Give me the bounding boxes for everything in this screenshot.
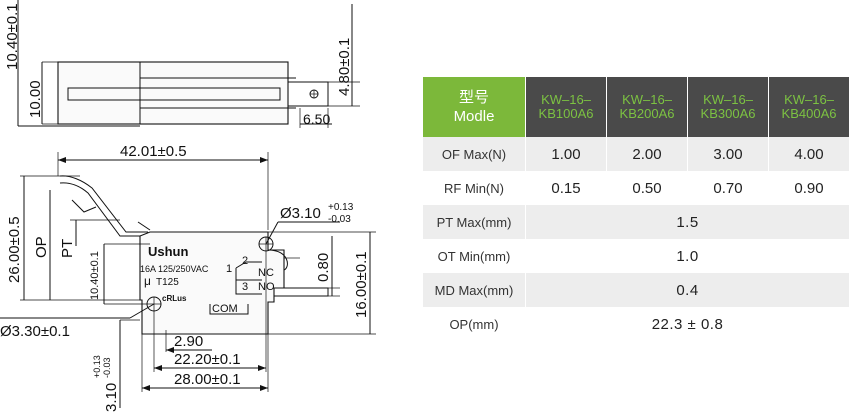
header-model-4-code: KB400A6 (781, 106, 837, 121)
terminal-no-label: NO (258, 281, 275, 293)
dim-total-height: 26.00±0.5 (6, 216, 23, 283)
dim-inner-height: 10.00 (27, 80, 44, 118)
dim-hole-right-tol-minus: -0.03 (328, 214, 351, 225)
dim-hole-right: Ø3.10 (280, 205, 321, 222)
dim-mount-height: 10.40±0.1 (89, 251, 101, 300)
rating-line-1: 16A 125/250VAC (140, 264, 209, 274)
table-row: RF Min(N) 0.15 0.50 0.70 0.90 (423, 171, 850, 205)
header-model-label: 型号 Modle (423, 77, 526, 137)
table-cell: 0.15 (525, 171, 607, 205)
table-cell: 2.00 (606, 137, 688, 171)
dim-hole-spacing-b: 22.20±0.1 (174, 351, 241, 368)
row-label: PT Max(mm) (423, 205, 526, 239)
header-model-4-prefix: KW–16– (784, 92, 834, 107)
dim-hole-left: Ø3.30±0.1 (0, 323, 70, 340)
table-cell: 0.50 (606, 171, 688, 205)
table-cell: 3.00 (687, 137, 769, 171)
dim-bottom-hole-tol-minus: -0.03 (102, 357, 112, 378)
header-model-2-code: KB200A6 (619, 106, 675, 121)
dim-hole-right-tol-plus: +0.13 (328, 202, 354, 213)
dim-terminal-width: 6.50 (303, 111, 330, 127)
row-label: OP(mm) (423, 307, 526, 341)
switch-technical-drawing: 10.40±0.1 10.00 4.80±0.1 6.50 (0, 0, 376, 412)
dim-hole-spacing-a: 2.90 (174, 333, 203, 350)
label-op: OP (33, 236, 50, 258)
table-cell: 0.70 (687, 171, 769, 205)
header-model-1-prefix: KW–16– (541, 92, 591, 107)
brand-logo: Ushun (148, 244, 189, 259)
header-model-1: KW–16– KB100A6 (525, 77, 607, 137)
table-row: PT Max(mm) 1.5 (423, 205, 850, 239)
ul-mark: cRLus (162, 294, 187, 303)
terminal-1-label: 1 (226, 263, 232, 275)
dim-bottom-hole: 3.10 (103, 383, 120, 412)
header-model-3: KW–16– KB300A6 (687, 77, 769, 137)
header-model-3-prefix: KW–16– (703, 92, 753, 107)
row-label: MD Max(mm) (423, 273, 526, 307)
rating-line-2: T125 (156, 277, 179, 288)
table-row: OP(mm) 22.3 ± 0.8 (423, 307, 850, 341)
top-view-body (57, 61, 289, 125)
top-view (17, 0, 360, 128)
table-row: OT Min(mm) 1.0 (423, 239, 850, 273)
dim-top-height: 10.40±0.1 (4, 3, 21, 70)
row-label: OF Max(N) (423, 137, 526, 171)
dim-terminal-height: 4.80±0.1 (336, 38, 353, 96)
terminal-com-label: COM (212, 303, 238, 315)
table-cell: 1.0 (525, 239, 850, 273)
dim-body-length: 42.01±0.5 (120, 143, 187, 160)
header-model-label-cn: 型号 (458, 89, 489, 106)
row-label: OT Min(mm) (423, 239, 526, 273)
spec-table: 型号 Modle KW–16– KB100A6 KW–16– KB200A6 K… (423, 77, 850, 341)
dim-bottom-hole-tol-plus: +0.13 (92, 355, 102, 378)
header-model-2-prefix: KW–16– (622, 92, 672, 107)
header-model-1-code: KB100A6 (538, 106, 594, 121)
dim-body-width: 28.00±0.1 (174, 371, 241, 388)
table-cell: 22.3 ± 0.8 (525, 307, 850, 341)
header-model-label-en: Modle (453, 108, 495, 125)
table-row: OF Max(N) 1.00 2.00 3.00 4.00 (423, 137, 850, 171)
table-row: MD Max(mm) 0.4 (423, 273, 850, 307)
terminal-2-label: 2 (242, 255, 248, 267)
table-cell: 4.00 (768, 137, 850, 171)
table-cell: 0.90 (768, 171, 850, 205)
terminal-3-label: 3 (242, 281, 248, 293)
table-cell: 1.5 (525, 205, 850, 239)
front-view (0, 152, 376, 408)
table-header-row: 型号 Modle KW–16– KB100A6 KW–16– KB200A6 K… (423, 77, 850, 137)
dim-body-height: 16.00±0.1 (353, 251, 370, 318)
header-model-3-code: KB300A6 (700, 106, 756, 121)
label-pt: PT (59, 239, 76, 258)
row-label: RF Min(N) (423, 171, 526, 205)
dim-small: 0.80 (315, 253, 332, 282)
mu-symbol: μ (144, 274, 151, 288)
table-cell: 0.4 (525, 273, 850, 307)
header-model-4: KW–16– KB400A6 (768, 77, 850, 137)
terminal-nc-label: NC (258, 267, 274, 279)
table-cell: 1.00 (525, 137, 607, 171)
header-model-2: KW–16– KB200A6 (606, 77, 688, 137)
